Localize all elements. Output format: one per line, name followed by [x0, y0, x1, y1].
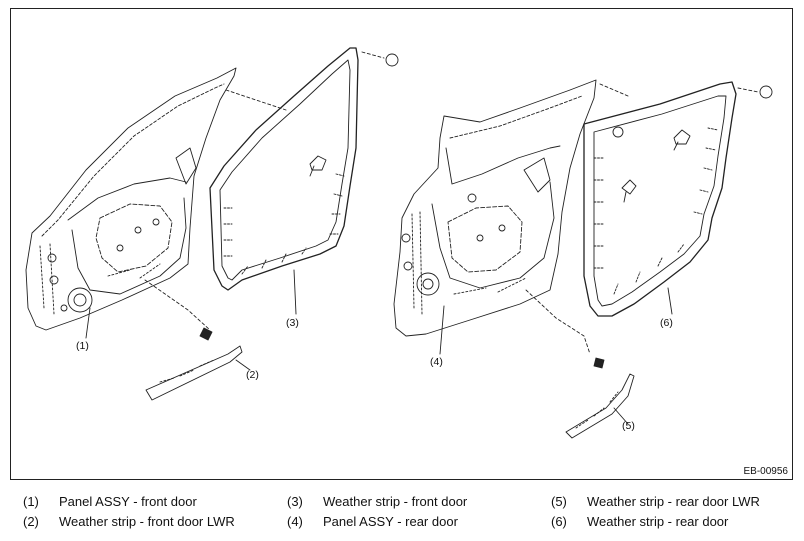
legend-item-5: (5) Weather strip - rear door LWR — [551, 494, 760, 509]
diagram-frame — [10, 8, 793, 480]
callout-6: (6) — [660, 317, 673, 329]
rear-door-panel — [393, 79, 597, 337]
legend-label: Weather strip - rear door — [587, 514, 729, 529]
callout-2: (2) — [246, 369, 259, 381]
legend-label: Panel ASSY - rear door — [323, 514, 458, 529]
legend: (1) Panel ASSY - front door (2) Weather st… — [0, 494, 804, 538]
legend-num: (6) — [551, 514, 567, 529]
legend-item-6: (6) Weather strip - rear door — [551, 514, 728, 529]
legend-num: (4) — [287, 514, 303, 529]
legend-item-4: (4) Panel ASSY - rear door — [287, 514, 458, 529]
rear-door-clip — [759, 85, 773, 99]
figure-id: EB-00956 — [743, 466, 788, 477]
legend-label: Panel ASSY - front door — [59, 494, 197, 509]
legend-item-3: (3) Weather strip - front door — [287, 494, 467, 509]
legend-item-1: (1) Panel ASSY - front door — [23, 494, 197, 509]
callout-3: (3) — [286, 317, 299, 329]
legend-num: (5) — [551, 494, 567, 509]
legend-num: (3) — [287, 494, 303, 509]
callout-4: (4) — [430, 356, 443, 368]
front-door-panel — [25, 67, 237, 331]
door-weatherstrip-diagram: (1) (2) (3) (4) (5) (6) — [25, 47, 773, 439]
front-door-weather-strip — [209, 47, 359, 291]
legend-num: (1) — [23, 494, 39, 509]
rear-door-lwr-strip — [565, 357, 635, 439]
legend-num: (2) — [23, 514, 39, 529]
legend-label: Weather strip - front door — [323, 494, 468, 509]
front-door-lwr-strip — [145, 327, 243, 401]
legend-item-2: (2) Weather strip - front door LWR — [23, 514, 235, 529]
rear-door-weather-strip — [583, 81, 737, 317]
legend-label: Weather strip - front door LWR — [59, 514, 235, 529]
callout-5: (5) — [622, 420, 635, 432]
legend-label: Weather strip - rear door LWR — [587, 494, 760, 509]
front-door-clip — [385, 53, 399, 67]
callout-1: (1) — [76, 340, 89, 352]
